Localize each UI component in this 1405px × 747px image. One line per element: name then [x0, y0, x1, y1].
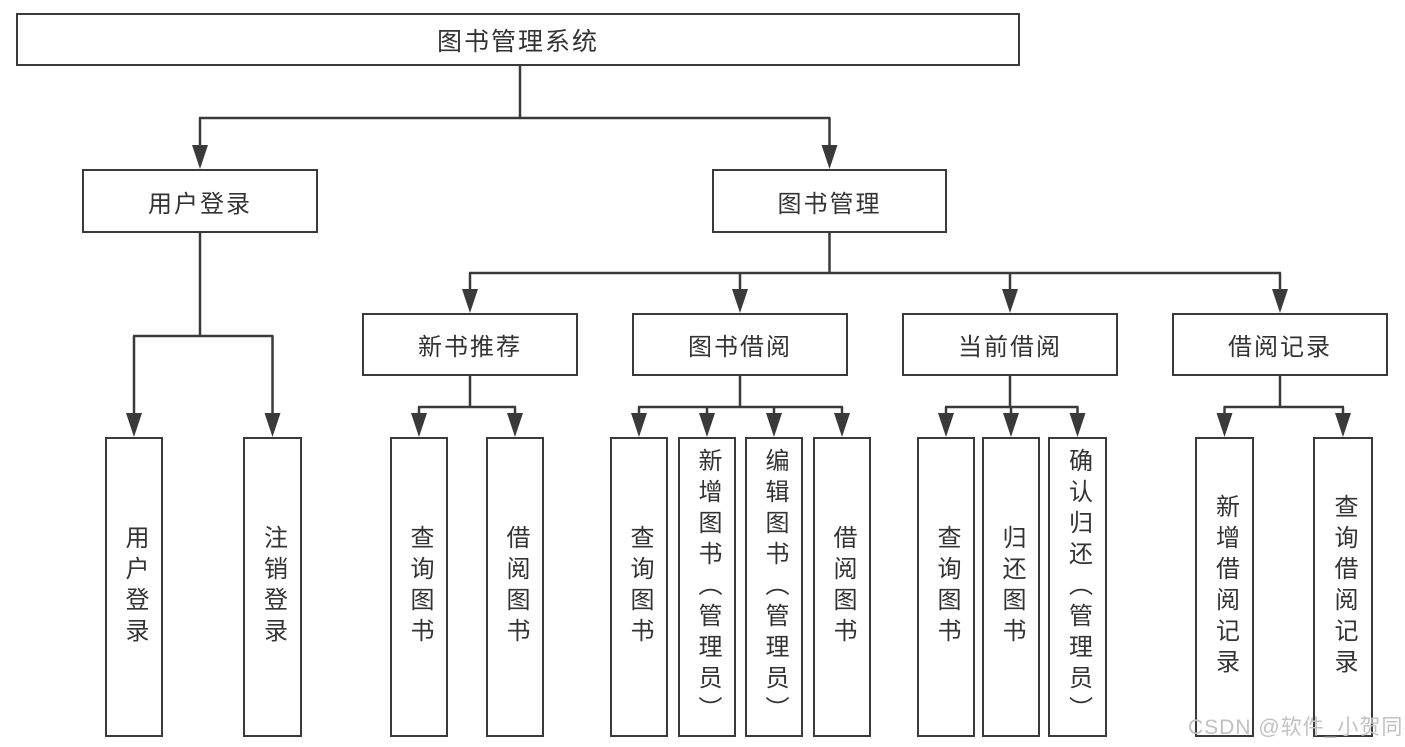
node-user-login: 用户登录 [82, 169, 318, 233]
leaf-logout-label: 注销登录 [259, 525, 287, 649]
node-book-management-label: 图书管理 [777, 190, 882, 218]
node-current-borrowing: 当前借阅 [902, 313, 1118, 376]
node-new-book-recommendation: 新书推荐 [362, 313, 578, 376]
leaf-query-books-current-label: 查询图书 [933, 525, 960, 649]
leaf-query-books-borrow-label: 查询图书 [626, 525, 653, 649]
node-new-book-recommendation-label: 新书推荐 [418, 334, 522, 361]
leaf-add-book-admin-label: 新增图书（管理员） [694, 447, 721, 727]
node-borrowing-records-label: 借阅记录 [1228, 334, 1332, 361]
leaf-edit-book-admin: 编辑图书（管理员） [745, 437, 803, 737]
leaf-user-login: 用户登录 [105, 437, 163, 737]
leaf-logout: 注销登录 [243, 437, 302, 737]
node-current-borrowing-label: 当前借阅 [958, 334, 1062, 361]
leaf-query-books-borrow: 查询图书 [610, 437, 668, 737]
leaf-borrow-books-recommend-label: 借阅图书 [502, 525, 529, 649]
node-book-management: 图书管理 [712, 169, 947, 233]
leaf-add-book-admin: 新增图书（管理员） [678, 437, 736, 737]
node-book-borrowing: 图书借阅 [632, 313, 848, 376]
leaf-add-borrow-record: 新增借阅记录 [1195, 437, 1254, 737]
leaf-return-book-label: 归还图书 [998, 525, 1025, 649]
node-borrowing-records: 借阅记录 [1172, 313, 1388, 376]
leaf-edit-book-admin-label: 编辑图书（管理员） [761, 447, 788, 727]
leaf-add-borrow-record-label: 新增借阅记录 [1211, 494, 1239, 680]
leaf-borrow-books-borrow: 借阅图书 [813, 437, 871, 737]
node-library-management-system: 图书管理系统 [16, 13, 1020, 66]
leaf-query-borrow-record-label: 查询借阅记录 [1330, 494, 1357, 680]
node-library-management-system-label: 图书管理系统 [436, 27, 599, 56]
node-book-borrowing-label: 图书借阅 [688, 334, 792, 361]
leaf-query-books-recommend-label: 查询图书 [406, 525, 433, 649]
leaf-confirm-return-admin-label: 确认归还（管理员） [1064, 447, 1092, 727]
leaf-query-books-current: 查询图书 [917, 437, 975, 737]
leaf-user-login-label: 用户登录 [121, 525, 148, 649]
node-user-login-label: 用户登录 [148, 190, 252, 218]
leaf-confirm-return-admin: 确认归还（管理员） [1048, 437, 1107, 737]
leaf-query-borrow-record: 查询借阅记录 [1313, 437, 1373, 737]
leaf-borrow-books-recommend: 借阅图书 [486, 437, 544, 737]
watermark-text: CSDN @软件_小贺同学 [1188, 716, 1405, 739]
leaf-borrow-books-borrow-label: 借阅图书 [829, 525, 856, 649]
leaf-query-books-recommend: 查询图书 [390, 437, 448, 737]
leaf-return-book: 归还图书 [982, 437, 1040, 737]
